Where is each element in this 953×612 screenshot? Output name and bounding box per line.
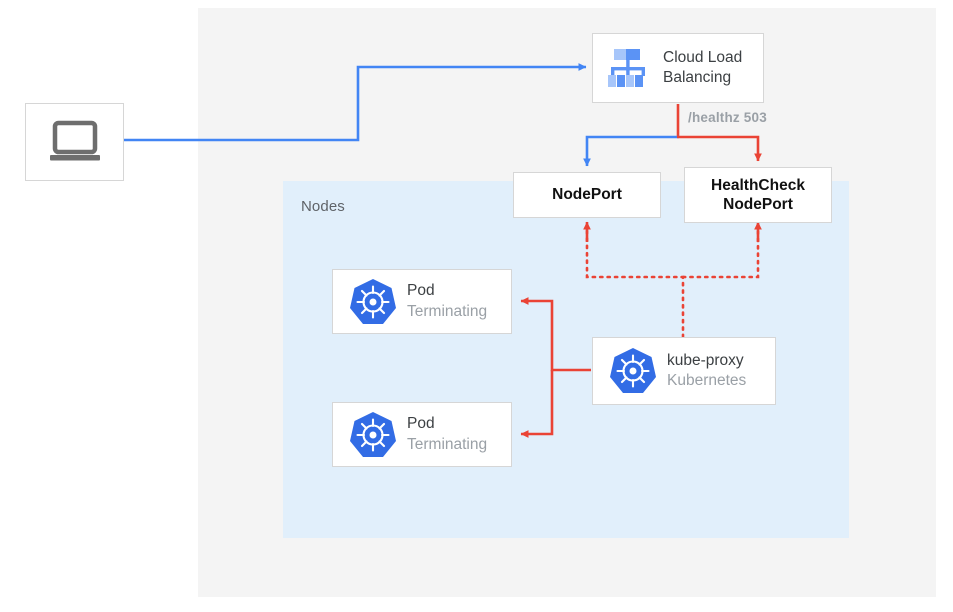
clb-line-2: Balancing — [663, 69, 732, 86]
kubernetes-icon — [345, 274, 401, 330]
client-laptop-card — [25, 103, 124, 181]
kubernetes-icon — [345, 407, 401, 463]
healthz-edge-label: /healthz 503 — [688, 110, 767, 125]
cloud-load-balancing-icon — [603, 43, 653, 93]
pod-2-title: Pod — [407, 415, 435, 433]
pod-1-title: Pod — [407, 282, 435, 300]
clb-line-1: Cloud Load — [663, 48, 743, 66]
pod-2-text: Pod Terminating — [407, 414, 487, 455]
healthcheck-nodeport-text: HealthCheck NodePort — [711, 176, 805, 215]
pod-1-status: Terminating — [407, 302, 488, 320]
hc-nodeport-line-2: NodePort — [723, 196, 793, 213]
cloud-load-balancing-card: Cloud Load Balancing — [592, 33, 764, 103]
laptop-icon — [47, 119, 103, 165]
pod-card-1: Pod Terminating — [332, 269, 512, 334]
kube-proxy-title: kube-proxy — [667, 351, 744, 369]
hc-nodeport-line-1: HealthCheck — [711, 176, 805, 194]
kubernetes-icon — [605, 343, 661, 399]
cloud-load-balancing-text: Cloud Load Balancing — [663, 48, 742, 89]
pod-card-2: Pod Terminating — [332, 402, 512, 467]
healthcheck-nodeport-card: HealthCheck NodePort — [684, 167, 832, 223]
pod-1-text: Pod Terminating — [407, 281, 487, 322]
kube-proxy-subtitle: Kubernetes — [667, 372, 747, 389]
kube-proxy-text: kube-proxy Kubernetes — [667, 351, 746, 392]
nodeport-label: NodePort — [552, 186, 622, 204]
pod-2-status: Terminating — [407, 435, 488, 453]
nodeport-card: NodePort — [513, 172, 661, 218]
nodes-panel-label: Nodes — [301, 198, 345, 215]
kube-proxy-card: kube-proxy Kubernetes — [592, 337, 776, 405]
